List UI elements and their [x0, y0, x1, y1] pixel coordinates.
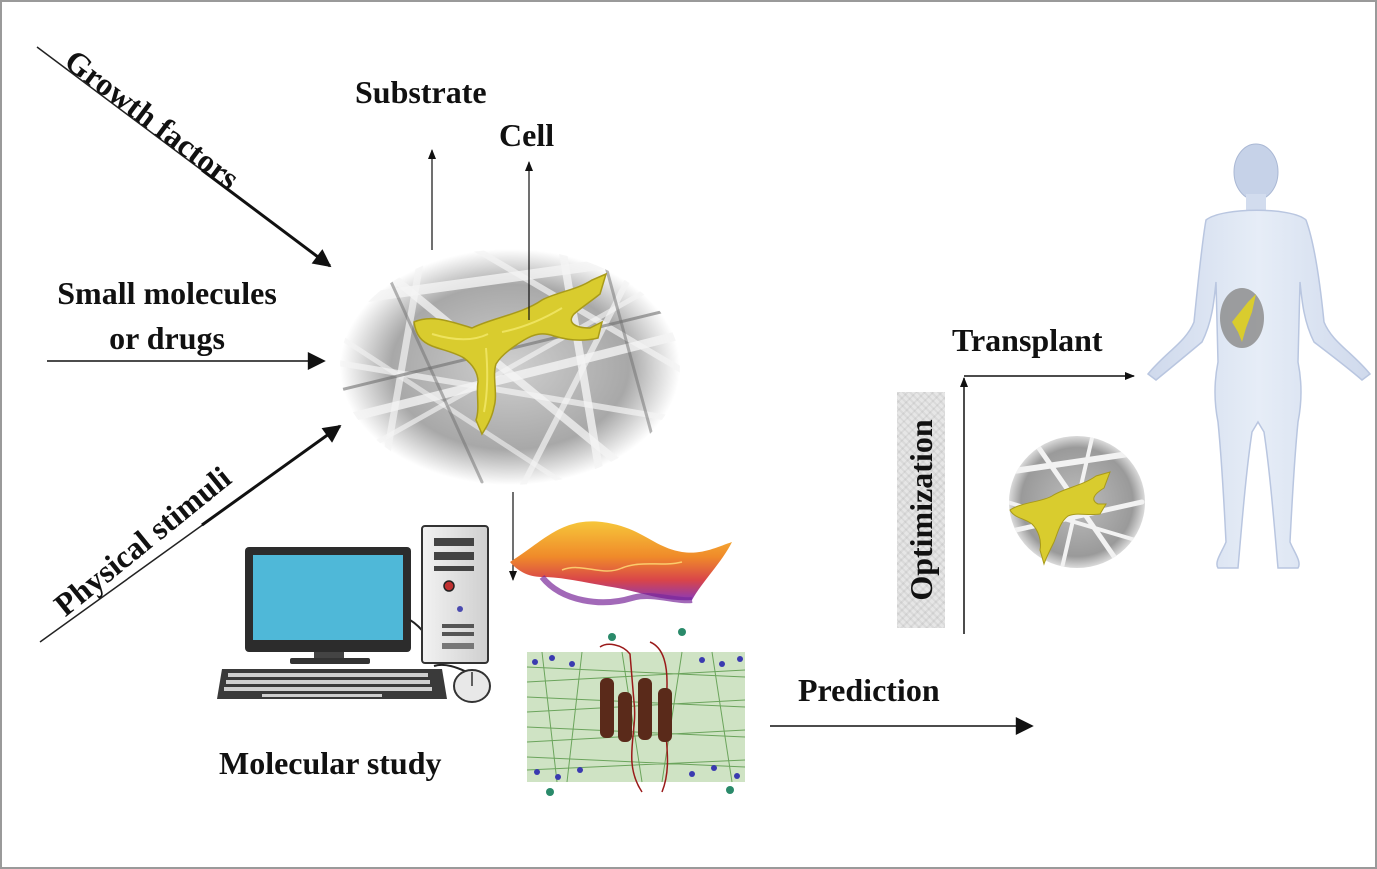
growth-factors-arrow	[36, 46, 332, 268]
prediction-label: Prediction	[798, 672, 940, 708]
optimization-box: Optimization	[897, 392, 945, 628]
optimization-label: Optimization	[903, 419, 939, 601]
energy-surface-image	[510, 521, 732, 606]
computer-icon	[217, 525, 491, 703]
substrate-label: Substrate	[355, 74, 487, 110]
physical-stimuli-arrow	[39, 424, 342, 643]
molecular-study-label: Molecular study	[219, 745, 442, 781]
small-molecules-label-line1: Small molecules	[57, 275, 277, 311]
small-molecules-label-line2: or drugs	[109, 320, 225, 356]
human-body-icon	[1146, 143, 1372, 569]
cell-label: Cell	[499, 117, 555, 153]
membrane-protein-image	[526, 628, 746, 796]
small-scaffold-image	[1009, 436, 1145, 568]
scaffold-cell-image	[340, 249, 680, 485]
transplant-label: Transplant	[952, 322, 1103, 358]
